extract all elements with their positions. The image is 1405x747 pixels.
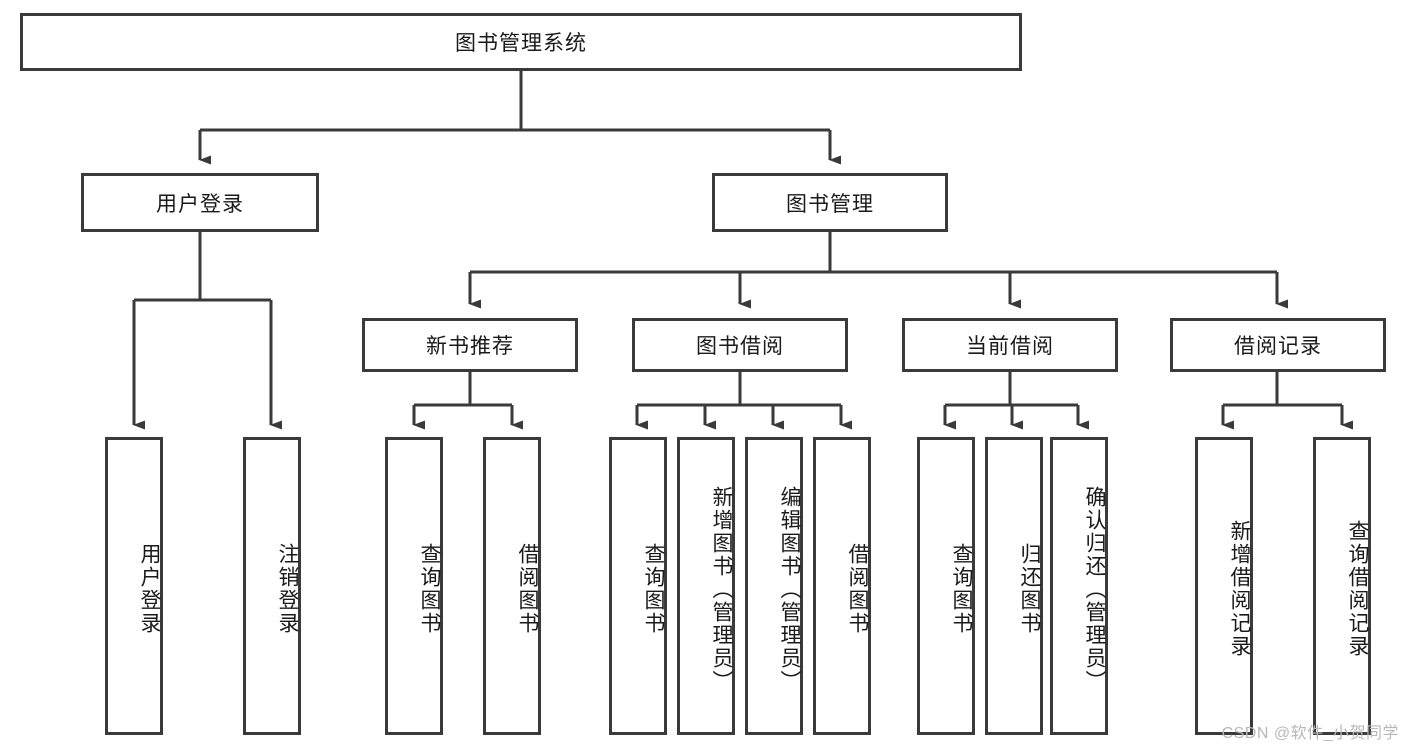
node-leaf-current-query[interactable]: 查询图书	[917, 437, 975, 735]
node-current-borrow[interactable]: 当前借阅	[902, 318, 1118, 372]
node-user-login[interactable]: 用户登录	[81, 173, 319, 232]
node-leaf-logout[interactable]: 注销登录	[243, 437, 301, 735]
node-borrow-record[interactable]: 借阅记录	[1170, 318, 1386, 372]
node-leaf-record-query[interactable]: 查询借阅记录	[1313, 437, 1371, 735]
node-book-borrow[interactable]: 图书借阅	[632, 318, 848, 372]
node-leaf-borrow-edit[interactable]: 编辑图书（管理员）	[745, 437, 803, 735]
node-leaf-user-login-label: 用户登录	[138, 543, 161, 635]
node-root-system-label: 图书管理系统	[455, 32, 587, 55]
csdn-watermark: CSDN @软件_小贺同学	[1221, 725, 1399, 742]
node-leaf-newbook-borrow[interactable]: 借阅图书	[483, 437, 541, 735]
node-leaf-borrow-add-label: 新增图书（管理员）	[710, 485, 733, 693]
node-leaf-logout-label: 注销登录	[276, 543, 299, 635]
node-new-book-recommend-label: 新书推荐	[426, 335, 514, 358]
node-leaf-borrow-query-label: 查询图书	[642, 543, 665, 635]
node-book-management-label: 图书管理	[786, 192, 874, 216]
node-leaf-current-confirm[interactable]: 确认归还（管理员）	[1050, 437, 1108, 735]
node-leaf-newbook-query[interactable]: 查询图书	[385, 437, 443, 735]
node-leaf-record-add[interactable]: 新增借阅记录	[1195, 437, 1253, 735]
node-leaf-user-login[interactable]: 用户登录	[105, 437, 163, 735]
node-book-management[interactable]: 图书管理	[712, 173, 948, 232]
node-leaf-current-return-label: 归还图书	[1018, 543, 1041, 635]
node-leaf-record-add-label: 新增借阅记录	[1228, 520, 1251, 658]
node-current-borrow-label: 当前借阅	[966, 335, 1054, 358]
node-leaf-newbook-borrow-label: 借阅图书	[516, 543, 539, 635]
node-leaf-borrow-query[interactable]: 查询图书	[609, 437, 667, 735]
node-leaf-borrow-book[interactable]: 借阅图书	[813, 437, 871, 735]
node-leaf-current-query-label: 查询图书	[950, 543, 973, 635]
node-leaf-current-return[interactable]: 归还图书	[985, 437, 1043, 735]
node-leaf-record-query-label: 查询借阅记录	[1346, 520, 1369, 658]
node-book-borrow-label: 图书借阅	[696, 335, 784, 358]
node-root-system[interactable]: 图书管理系统	[20, 13, 1022, 71]
node-leaf-borrow-add[interactable]: 新增图书（管理员）	[677, 437, 735, 735]
node-user-login-label: 用户登录	[156, 192, 244, 216]
node-borrow-record-label: 借阅记录	[1234, 335, 1322, 358]
node-leaf-newbook-query-label: 查询图书	[418, 543, 441, 635]
node-leaf-borrow-edit-label: 编辑图书（管理员）	[778, 485, 801, 693]
node-new-book-recommend[interactable]: 新书推荐	[362, 318, 578, 372]
node-leaf-current-confirm-label: 确认归还（管理员）	[1083, 485, 1106, 693]
node-leaf-borrow-book-label: 借阅图书	[846, 543, 869, 635]
